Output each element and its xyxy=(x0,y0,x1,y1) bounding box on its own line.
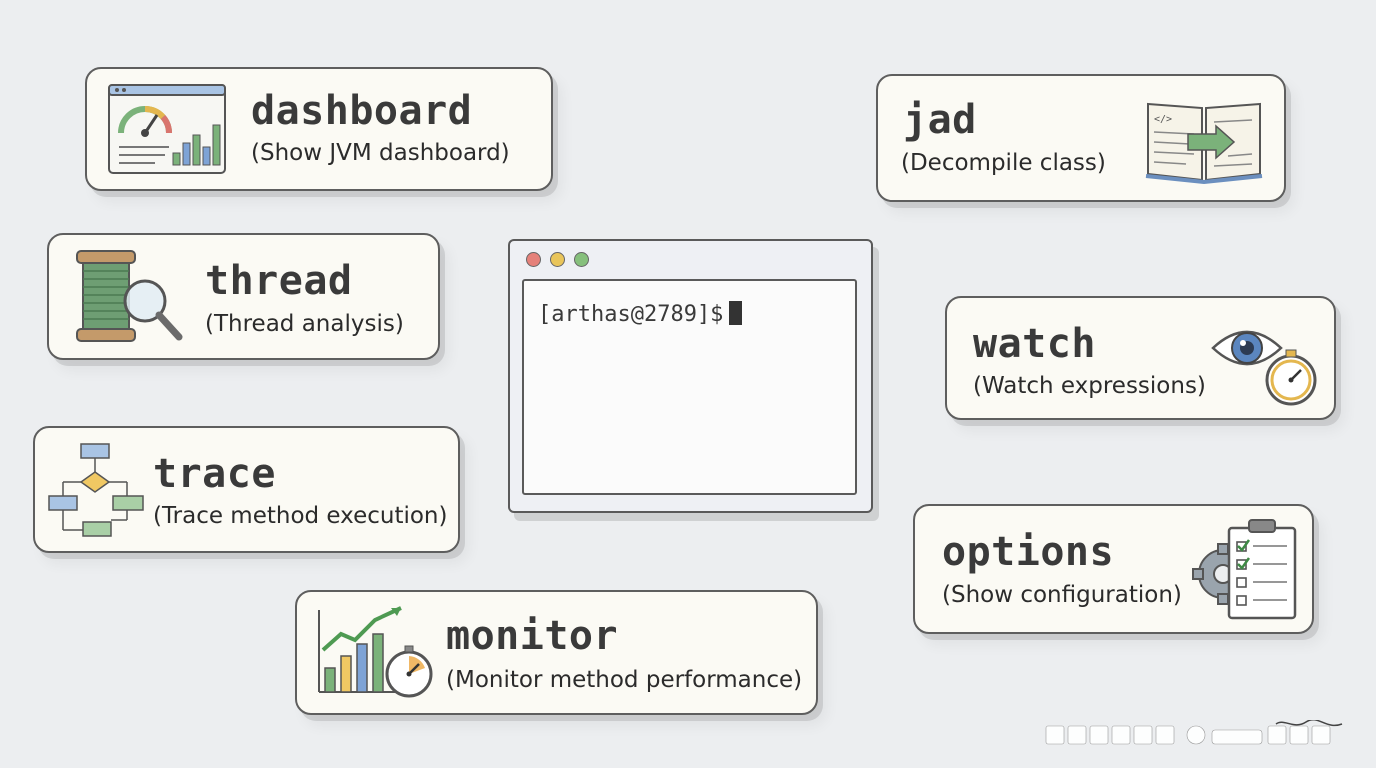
thread-command: thread xyxy=(205,258,353,304)
trace-description: (Trace method execution) xyxy=(153,503,448,529)
dashboard-gauge-chart-icon xyxy=(107,81,229,183)
window-maximize-dot xyxy=(574,252,589,267)
checklist-gear-icon xyxy=(1189,516,1301,624)
dashboard-description: (Show JVM dashboard) xyxy=(251,140,510,166)
eye-stopwatch-icon xyxy=(1211,318,1323,414)
options-command: options xyxy=(942,529,1115,575)
dashboard-bubble: dashboard (Show JVM dashboard) xyxy=(85,67,553,191)
platform-watermark-logo xyxy=(1045,720,1343,745)
thread-description: (Thread analysis) xyxy=(205,311,404,337)
watch-command: watch xyxy=(973,321,1096,367)
terminal-prompt-line: [arthas@2789]$ xyxy=(538,301,743,327)
growth-chart-stopwatch-icon xyxy=(317,606,435,710)
terminal-window: [arthas@2789]$ xyxy=(508,239,873,513)
options-description: (Show configuration) xyxy=(942,582,1182,608)
trace-bubble: trace (Trace method execution) xyxy=(33,426,460,553)
watch-description: (Watch expressions) xyxy=(973,373,1206,399)
jad-command: jad xyxy=(903,97,977,143)
monitor-description: (Monitor method performance) xyxy=(446,667,803,693)
window-close-dot xyxy=(526,252,541,267)
trace-command: trace xyxy=(153,451,276,497)
options-bubble: options (Show configuration) xyxy=(913,504,1314,634)
dashboard-command: dashboard xyxy=(251,88,473,134)
thread-bubble: thread (Thread analysis) xyxy=(47,233,440,360)
terminal-screen: [arthas@2789]$ xyxy=(522,279,857,495)
flowchart-icon xyxy=(47,440,151,544)
jad-description: (Decompile class) xyxy=(901,150,1106,176)
monitor-bubble: monitor (Monitor method performance) xyxy=(295,590,818,715)
svg-text:</>: </> xyxy=(1154,114,1172,125)
open-book-code-icon: </> xyxy=(1144,94,1266,188)
jad-bubble: jad (Decompile class) </> xyxy=(876,74,1286,202)
monitor-command: monitor xyxy=(446,613,619,659)
terminal-prompt: [arthas@2789]$ xyxy=(538,302,724,327)
terminal-cursor xyxy=(729,301,743,325)
thread-spool-magnifier-icon xyxy=(71,247,191,351)
window-minimize-dot xyxy=(550,252,565,267)
watch-bubble: watch (Watch expressions) xyxy=(945,296,1336,420)
